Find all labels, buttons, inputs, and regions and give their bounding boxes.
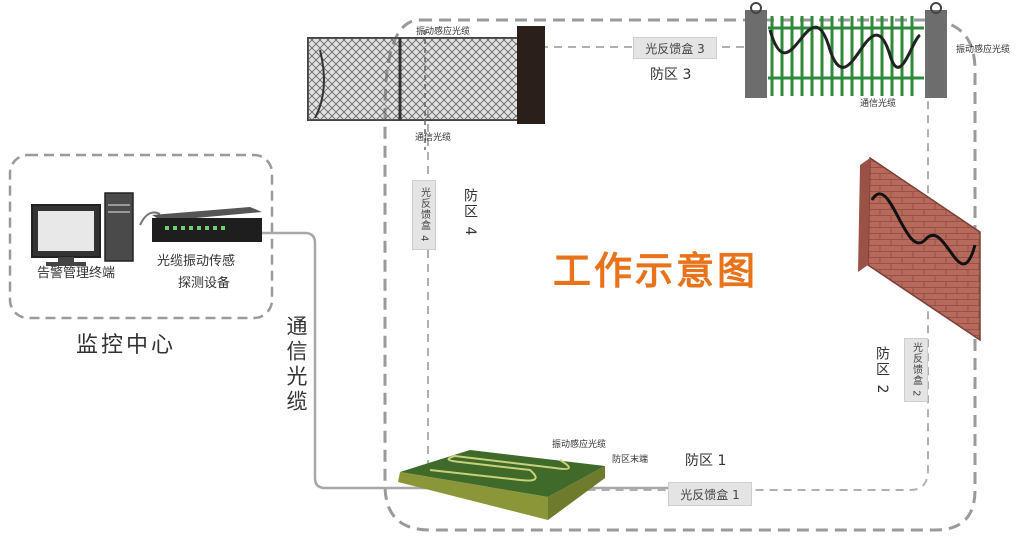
terminal-label: 告警管理终端 — [37, 266, 116, 281]
zone1-end-label: 防区末端 — [612, 455, 649, 465]
device-label-line2: 探测设备 — [178, 276, 231, 291]
control-center-label: 监控中心 — [76, 333, 177, 358]
inner-loop — [427, 100, 929, 491]
brick-wall — [858, 156, 981, 342]
control-center-frame — [8, 153, 274, 320]
rack-led — [189, 226, 193, 230]
floor-slab — [398, 450, 605, 520]
zone4-label: 防区 4 — [462, 188, 478, 238]
zone1-feedback-box: 光反馈盒 1 — [668, 482, 752, 506]
diagram-title: 工作示意图 — [553, 249, 759, 293]
perimeter-loop — [383, 18, 977, 532]
trunk-cable-line — [262, 231, 670, 490]
mesh-fence — [307, 26, 545, 150]
terminal-device-link — [139, 211, 161, 226]
zone1-sensor-label: 振动感应光缆 — [552, 440, 607, 450]
zone2-label: 防区 2 — [874, 346, 890, 396]
green-fence — [745, 2, 947, 98]
zone4-feedback-box: 光反馈盒 4 — [412, 180, 436, 250]
rack-led — [181, 226, 185, 230]
zone3-sensor-label-left: 振动感应光缆 — [416, 27, 471, 37]
zone4-comm-cable-label: 通信光缆 — [415, 133, 452, 143]
zone2-feedback-box: 光反馈盒 2 — [904, 338, 928, 402]
trunk-cable-label: 通信光缆 — [284, 315, 308, 415]
zone1-label: 防区 1 — [685, 453, 727, 469]
terminal-pc — [31, 192, 134, 266]
rack-led — [173, 226, 177, 230]
sensing-device — [152, 207, 262, 242]
device-label-line1: 光缆振动传感 — [157, 254, 236, 269]
rack-led — [221, 226, 225, 230]
rack-led — [197, 226, 201, 230]
rack-led — [165, 226, 169, 230]
rack-led — [213, 226, 217, 230]
zone3-feedback-box: 光反馈盒 3 — [633, 37, 717, 59]
zone3-label: 防区 3 — [650, 67, 692, 83]
rack-led — [205, 226, 209, 230]
zone3-sensor-label-right: 振动感应光缆 — [956, 45, 1011, 55]
zone3-comm-cable-label: 通信光缆 — [860, 99, 897, 109]
